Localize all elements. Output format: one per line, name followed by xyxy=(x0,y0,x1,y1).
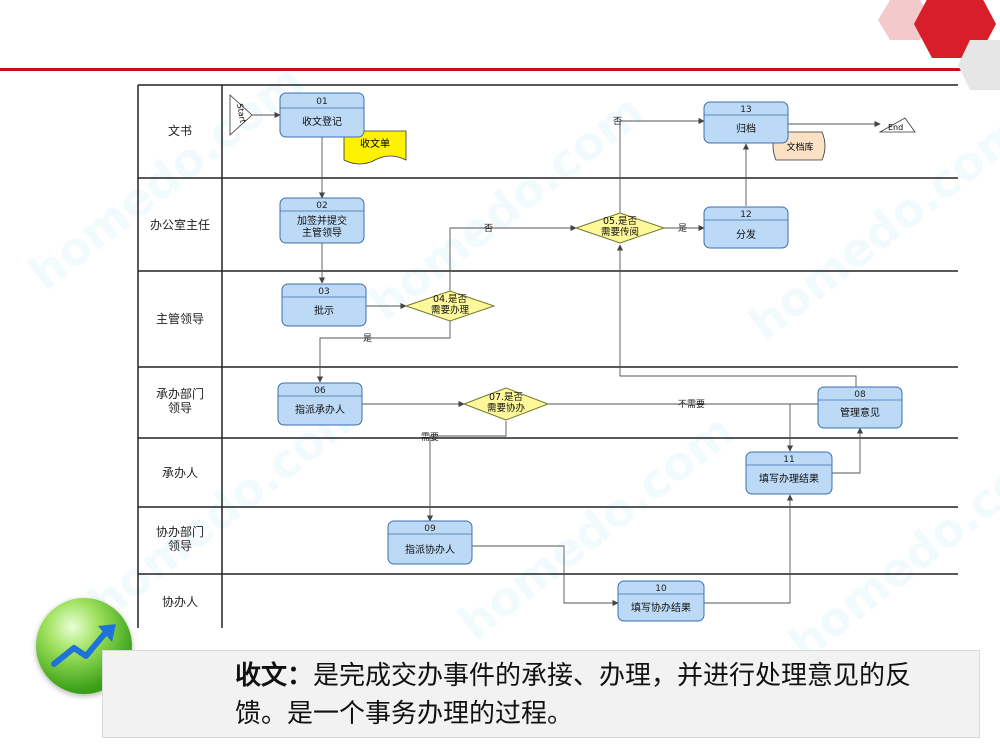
lane-label-handler: 承办人 xyxy=(162,465,198,480)
rising-arrow-icon xyxy=(51,624,116,667)
lane-label-clerk: 文书 xyxy=(168,123,192,138)
process-box-10: 10 填写协办结果 xyxy=(617,580,705,622)
start-label: Start xyxy=(235,103,247,124)
decorative-hexagons xyxy=(878,0,1000,90)
lane-label-assist-dept-leader: 协办部门领导 xyxy=(156,524,204,553)
svg-text:03: 03 xyxy=(318,287,329,297)
svg-text:收文登记: 收文登记 xyxy=(302,115,342,128)
caption-panel: 收文：是完成交办事件的承接、办理，并进行处理意见的反馈。是一个事务办理的过程。 xyxy=(102,650,980,738)
svg-text:06: 06 xyxy=(314,386,326,396)
svg-text:管理意见: 管理意见 xyxy=(840,406,880,419)
svg-text:收文单: 收文单 xyxy=(360,137,390,150)
svg-text:13: 13 xyxy=(740,105,751,115)
connectors xyxy=(252,111,881,607)
svg-text:01: 01 xyxy=(316,97,327,107)
process-box-11: 11 填写办理结果 xyxy=(745,451,833,495)
edge-label-no: 否 xyxy=(613,116,622,127)
lane-label-assistant: 协办人 xyxy=(162,594,198,609)
svg-text:批示: 批示 xyxy=(314,304,334,317)
svg-text:11: 11 xyxy=(783,455,794,465)
process-box-01: 01 收文登记 xyxy=(279,92,365,138)
lane-label-supervisor: 主管领导 xyxy=(156,311,204,326)
process-box-02: 02 加签并提交主管领导 xyxy=(279,197,365,244)
svg-text:指派承办人: 指派承办人 xyxy=(295,403,345,416)
decision-04: 04.是否需要办理 xyxy=(404,290,496,322)
green-orb-icon xyxy=(36,598,132,694)
svg-text:09: 09 xyxy=(424,524,436,534)
document-receipt-form: 收文单 xyxy=(343,130,407,165)
edge-label-no-need: 不需要 xyxy=(678,399,705,410)
edge-label-need: 需要 xyxy=(421,432,439,443)
caption-text: 收文：是完成交办事件的承接、办理，并进行处理意见的反馈。是一个事务办理的过程。 xyxy=(235,657,935,733)
svg-text:指派协办人: 指派协办人 xyxy=(405,543,455,556)
decision-05: 05.是否需要传阅 xyxy=(574,212,666,244)
svg-text:分发: 分发 xyxy=(736,228,756,241)
end-label: End xyxy=(888,123,903,132)
start-terminal: Start xyxy=(229,94,253,136)
process-box-09: 09 指派协办人 xyxy=(387,520,473,565)
svg-text:05.是否需要传阅: 05.是否需要传阅 xyxy=(601,216,639,238)
svg-text:08: 08 xyxy=(854,390,866,400)
svg-text:04.是否需要办理: 04.是否需要办理 xyxy=(431,294,470,316)
end-terminal: End xyxy=(878,117,916,133)
svg-text:文档库: 文档库 xyxy=(786,141,813,153)
lane-label-handling-dept-leader: 承办部门领导 xyxy=(156,386,204,415)
svg-text:填写协办结果: 填写协办结果 xyxy=(631,601,691,614)
process-box-08: 08 管理意见 xyxy=(817,386,903,429)
process-box-06: 06 指派承办人 xyxy=(277,382,363,426)
svg-text:加签并提交主管领导: 加签并提交主管领导 xyxy=(297,214,347,239)
edge-label-no: 否 xyxy=(484,223,493,234)
lanes xyxy=(137,84,958,628)
header-accent-line xyxy=(0,68,1000,71)
svg-text:02: 02 xyxy=(316,201,327,211)
svg-text:填写办理结果: 填写办理结果 xyxy=(759,472,819,485)
caption-body: 是完成交办事件的承接、办理，并进行处理意见的反馈。是一个事务办理的过程。 xyxy=(235,661,912,729)
edge-label-yes: 是 xyxy=(678,223,687,234)
edge-label-yes: 是 xyxy=(363,333,372,344)
svg-text:07.是否需要协办: 07.是否需要协办 xyxy=(487,392,526,414)
process-box-13: 13 归档 xyxy=(703,101,789,144)
svg-text:10: 10 xyxy=(655,584,667,594)
process-box-03: 03 批示 xyxy=(281,283,367,327)
svg-text:12: 12 xyxy=(740,210,751,220)
caption-lead: 收文： xyxy=(235,661,314,691)
decision-07: 07.是否需要协办 xyxy=(462,387,550,421)
process-box-12: 12 分发 xyxy=(703,206,789,249)
lane-label-office-director: 办公室主任 xyxy=(150,217,210,232)
svg-text:归档: 归档 xyxy=(736,122,756,135)
